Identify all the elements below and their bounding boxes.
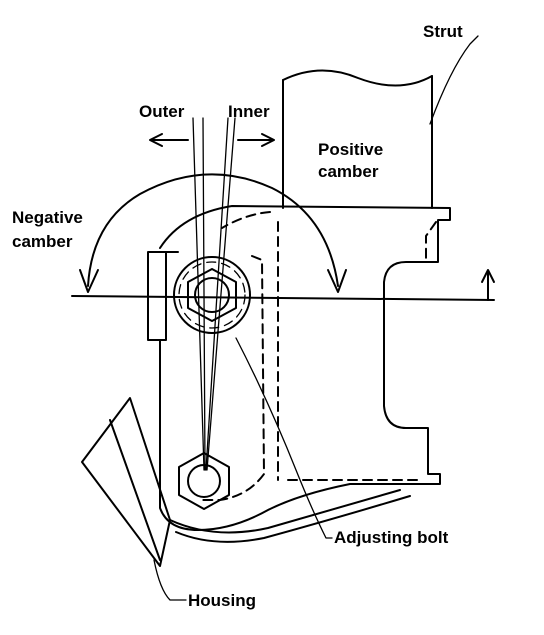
outer-label: Outer bbox=[139, 102, 185, 121]
negative-camber-label-line1: Negative bbox=[12, 208, 83, 227]
positive-camber-label-line1: Positive bbox=[318, 140, 384, 159]
camber-lines bbox=[71, 117, 495, 471]
housing-clamp bbox=[81, 251, 179, 567]
inner-label: Inner bbox=[228, 102, 270, 121]
positive-camber-label-line2: camber bbox=[318, 162, 379, 181]
adjusting-bolt-label: Adjusting bolt bbox=[334, 528, 449, 547]
leader-lines bbox=[153, 35, 479, 601]
camber-rotation-arc bbox=[79, 173, 347, 293]
outer-inner-arrows bbox=[149, 133, 275, 147]
strut bbox=[277, 69, 433, 481]
housing-label: Housing bbox=[188, 591, 256, 610]
negative-camber-label-line2: camber bbox=[12, 232, 73, 251]
adjusting-bolt bbox=[173, 256, 251, 334]
strut-label: Strut bbox=[423, 22, 463, 41]
